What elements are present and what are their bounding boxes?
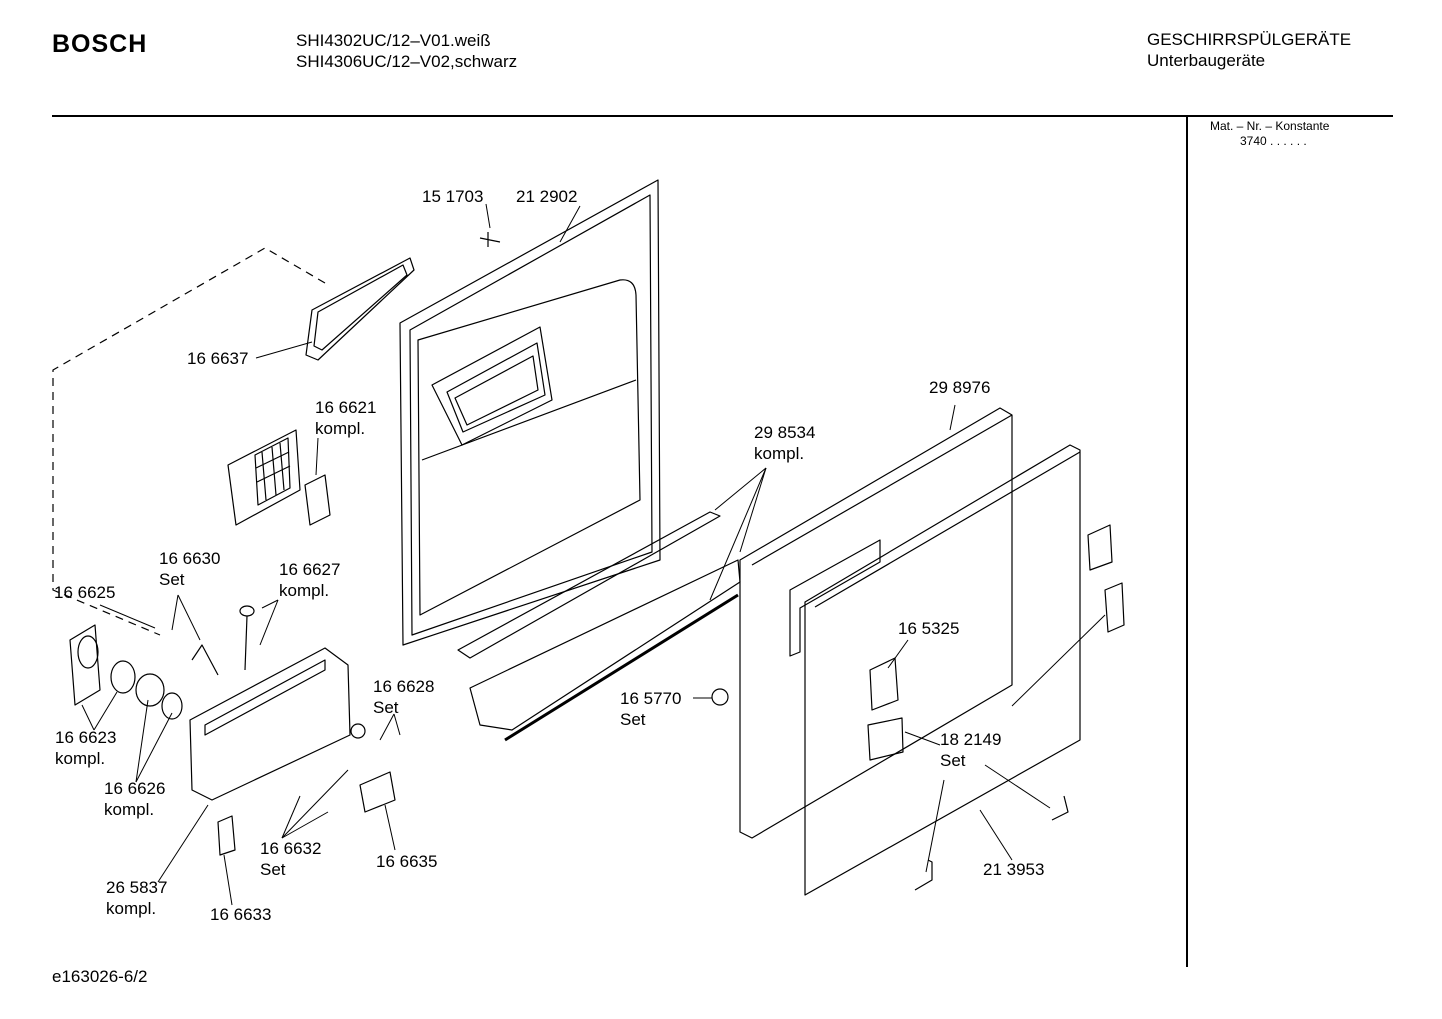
- outer-panel-part: [739, 407, 1013, 839]
- model-line-1: SHI4302UC/12–V01.weiß: [296, 31, 491, 50]
- cover-part: [227, 429, 331, 526]
- part-label-166633: 16 6633: [210, 905, 272, 924]
- inner-door-panel: [399, 179, 661, 646]
- assembly-guide-line: [52, 247, 326, 636]
- gasket-part: [305, 257, 415, 361]
- material-number-label: Mat. – Nr. – Konstante: [1210, 119, 1330, 133]
- leader-lines: [81, 203, 1106, 906]
- category-title: GESCHIRRSPÜLGERÄTE: [1147, 30, 1352, 49]
- part-label-151703: 15 1703: [422, 187, 484, 206]
- part-label-213953: 21 3953: [983, 860, 1045, 879]
- part-label-165325: 16 5325: [898, 619, 960, 638]
- part-label-166625: 16 6625: [54, 583, 116, 602]
- subcategory-title: Unterbaugeräte: [1147, 51, 1266, 70]
- part-label-165770: 16 5770: [620, 689, 682, 708]
- module-housing-part: [189, 647, 351, 801]
- document-id: e163026-6/2: [52, 967, 148, 986]
- material-number-value: 3740 . . . . . .: [1240, 134, 1307, 148]
- control-strip-part: [457, 511, 741, 742]
- small-parts: [69, 232, 1125, 891]
- part-label-165770-set: Set: [620, 710, 646, 729]
- brand-logo: BOSCH: [52, 30, 148, 58]
- part-label-166635: 16 6635: [376, 852, 438, 871]
- part-label-166637: 16 6637: [187, 349, 249, 368]
- part-label-298976: 29 8976: [929, 378, 991, 397]
- part-label-212902: 21 2902: [516, 187, 578, 206]
- front-panel-part: [789, 444, 1081, 896]
- model-line-2: SHI4306UC/12–V02,schwarz: [296, 52, 518, 71]
